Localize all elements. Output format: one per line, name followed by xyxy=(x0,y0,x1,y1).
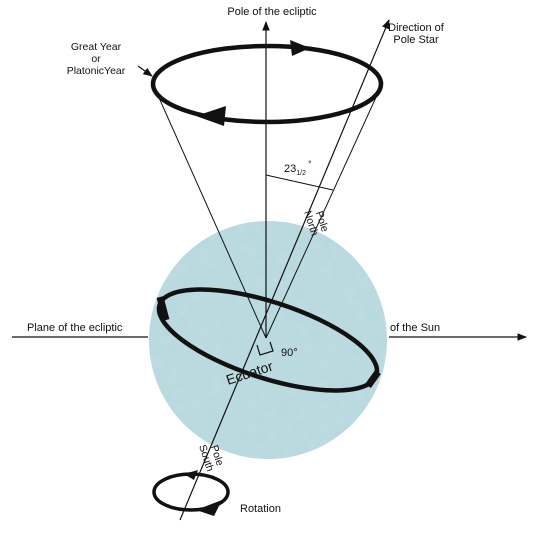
rotation-axis xyxy=(179,19,390,521)
pole-ecliptic-label: Pole of the ecliptic xyxy=(227,6,317,18)
great-year-ellipse xyxy=(150,40,384,126)
right-angle-marker xyxy=(256,341,274,356)
cone-right-line xyxy=(265,81,384,339)
rotation-arrowhead-icon xyxy=(196,500,222,516)
right-angle-label: 90° xyxy=(281,347,298,359)
great-year-arrowhead-top-icon xyxy=(290,40,310,56)
direction-label-line2: Pole Star xyxy=(393,34,439,46)
tilt-angle-label: 231/2° xyxy=(284,159,312,177)
plane-ecliptic-label: Plane of the ecliptic xyxy=(27,322,123,334)
equator-edge-thick-right xyxy=(365,369,381,389)
great-year-label-line1: Great Year xyxy=(71,41,122,53)
great-year-label-line3: PlatonicYear xyxy=(67,65,126,77)
direction-label-line1: Direction of xyxy=(388,22,445,34)
rotation-ellipse xyxy=(152,470,230,516)
equator-ellipse xyxy=(156,287,381,393)
rotation-label: Rotation xyxy=(240,503,281,515)
great-year-label-line2: or xyxy=(91,53,101,65)
great-year-arrowhead-icon xyxy=(196,106,226,126)
earth-globe xyxy=(149,221,387,459)
of-the-sun-label: of the Sun xyxy=(390,322,440,334)
tilt-angle-marker xyxy=(265,174,334,191)
equator-edge-thick-left xyxy=(156,296,170,321)
great-year-pointer xyxy=(137,65,153,77)
rotation-arrowhead-small-icon xyxy=(184,470,198,480)
